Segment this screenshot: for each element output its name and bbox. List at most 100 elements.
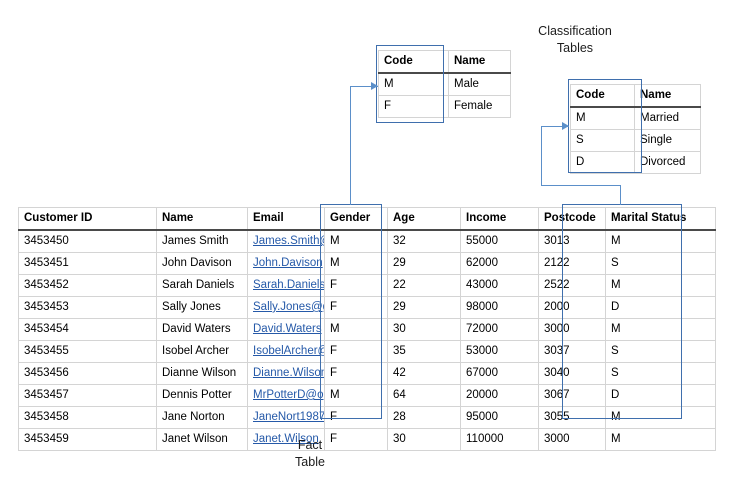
classification-caption-line1: Classification (538, 24, 612, 38)
table-row: M Male (378, 72, 511, 96)
email-link[interactable]: John.Davison (253, 256, 323, 269)
cell-income: 67000 (460, 362, 539, 385)
email-link[interactable]: Sally.Jones@g (253, 300, 325, 313)
cell-age: 30 (387, 428, 461, 451)
column-header-code: Code (570, 84, 635, 108)
cell-customer-id: 3453456 (18, 362, 157, 385)
cell-customer-id: 3453455 (18, 340, 157, 363)
cell-email: James.Smith@ (247, 229, 325, 253)
cell-income: 53000 (460, 340, 539, 363)
table-header-row: Code Name (378, 50, 511, 74)
email-link[interactable]: Dianne.Wilson (253, 366, 325, 379)
fact-caption-line2: Table (295, 454, 325, 469)
marital-status-classification-table: Code Name M Married S Single D Divorced (570, 84, 701, 174)
column-header-age: Age (387, 207, 461, 231)
cell-customer-id: 3453450 (18, 229, 157, 253)
cell-gender: F (324, 362, 388, 385)
cell-email: Sarah.Daniels (247, 274, 325, 297)
cell-email: IsobelArcher@ (247, 340, 325, 363)
cell-customer-id: 3453458 (18, 406, 157, 429)
table-row: D Divorced (570, 151, 701, 174)
cell-marital-status: M (605, 428, 716, 451)
cell-postcode: 3040 (538, 362, 606, 385)
cell-income: 55000 (460, 229, 539, 253)
cell-gender: F (324, 274, 388, 297)
table-row: M Married (570, 106, 701, 130)
cell-customer-id: 3453457 (18, 384, 157, 407)
cell-marital-status: D (605, 384, 716, 407)
email-link[interactable]: Janet.Wilson (253, 432, 319, 445)
cell-postcode: 3037 (538, 340, 606, 363)
gender-lookup-highlight-box (376, 45, 444, 123)
column-header-name: Name (156, 207, 248, 231)
column-header-income: Income (460, 207, 539, 231)
cell-postcode: 3055 (538, 406, 606, 429)
cell-name: John Davison (156, 252, 248, 275)
cell-name: Isobel Archer (156, 340, 248, 363)
column-header-email: Email (247, 207, 325, 231)
marital-connector-horizontal-1 (541, 185, 621, 187)
cell-marital-status: M (605, 229, 716, 253)
column-header-postcode: Postcode (538, 207, 606, 231)
cell-marital-status: D (605, 296, 716, 319)
email-link[interactable]: MrPotterD@o (253, 388, 324, 401)
gender-connector-vertical (350, 86, 352, 205)
cell-email: JaneNort1987 (247, 406, 325, 429)
cell-customer-id: 3453459 (18, 428, 157, 451)
column-header-marital-status: Marital Status (605, 207, 716, 231)
cell-name: Sarah Daniels (156, 274, 248, 297)
email-link[interactable]: David.Waters (253, 322, 322, 335)
table-row: S Single (570, 129, 701, 152)
cell-gender: F (324, 428, 388, 451)
cell-gender: M (324, 252, 388, 275)
marital-connector-vertical-1 (620, 185, 622, 205)
cell-postcode: 3013 (538, 229, 606, 253)
gender-classification-table: Code Name M Male F Female (378, 50, 511, 118)
email-link[interactable]: IsobelArcher@ (253, 344, 325, 357)
cell-postcode: 3000 (538, 428, 606, 451)
cell-marital-status: S (605, 252, 716, 275)
email-link[interactable]: James.Smith@ (253, 234, 325, 247)
marital-column-highlight-box (562, 204, 682, 419)
email-link[interactable]: JaneNort1987 (253, 410, 325, 423)
cell-marital-status: S (605, 362, 716, 385)
table-row: F Female (378, 95, 511, 118)
cell-income: 62000 (460, 252, 539, 275)
cell-email: John.Davison (247, 252, 325, 275)
cell-income: 110000 (460, 428, 539, 451)
cell-postcode: 2000 (538, 296, 606, 319)
cell-income: 43000 (460, 274, 539, 297)
marital-lookup-highlight-box (568, 79, 642, 173)
fact-table: Customer ID Name Email Gender Age Income… (18, 207, 716, 451)
table-header-row: Code Name (570, 84, 701, 108)
cell-income: 20000 (460, 384, 539, 407)
cell-name: Dianne Wilson (156, 362, 248, 385)
cell-customer-id: 3453453 (18, 296, 157, 319)
cell-email: David.Waters (247, 318, 325, 341)
cell-name: Married (634, 106, 701, 130)
gender-connector-horizontal (350, 86, 378, 88)
classification-tables-caption: Classification Tables (505, 23, 645, 57)
cell-code: D (570, 151, 635, 174)
column-header-name: Name (448, 50, 511, 74)
marital-connector-arrow-icon (562, 121, 569, 130)
cell-code: M (570, 106, 635, 130)
cell-name: Female (448, 95, 511, 118)
cell-code: F (378, 95, 449, 118)
cell-name: Dennis Potter (156, 384, 248, 407)
cell-postcode: 2122 (538, 252, 606, 275)
cell-name: Male (448, 72, 511, 96)
fact-table-caption: Fact Table (250, 437, 370, 471)
email-link[interactable]: Sarah.Daniels (253, 278, 325, 291)
column-header-customer-id: Customer ID (18, 207, 157, 231)
cell-income: 72000 (460, 318, 539, 341)
column-header-gender: Gender (324, 207, 388, 231)
cell-name: James Smith (156, 229, 248, 253)
cell-email: MrPotterD@o (247, 384, 325, 407)
